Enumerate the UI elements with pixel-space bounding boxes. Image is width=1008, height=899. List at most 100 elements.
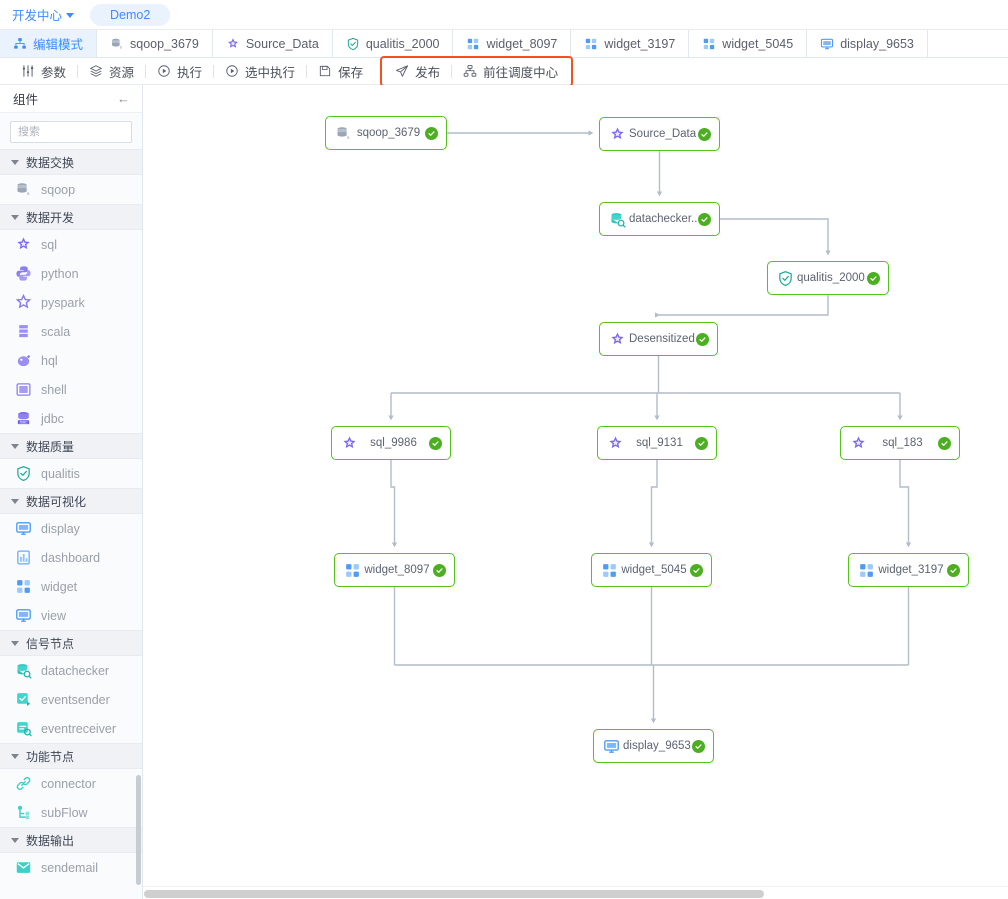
sidebar-group-label: 数据可视化 bbox=[26, 493, 86, 510]
search-input[interactable] bbox=[10, 121, 132, 143]
toolbar-button-前往调度中心[interactable]: 前往调度中心 bbox=[452, 58, 569, 85]
sidebar-item-label: jdbc bbox=[41, 412, 64, 426]
sidebar-item-subFlow[interactable]: subFlow bbox=[0, 798, 142, 827]
tab-widget_3197[interactable]: widget_3197 bbox=[571, 30, 689, 57]
save-icon bbox=[318, 64, 332, 78]
sidebar-item-connector[interactable]: connector bbox=[0, 769, 142, 798]
toolbar-button-发布[interactable]: 发布 bbox=[384, 58, 451, 85]
brand-menu[interactable]: 开发中心 bbox=[12, 5, 74, 24]
flow-node-sql_183[interactable]: sql_183 bbox=[840, 426, 960, 460]
sidebar-item-scala[interactable]: scala bbox=[0, 317, 142, 346]
chevron-down-icon bbox=[11, 215, 19, 220]
tab-widget_5045[interactable]: widget_5045 bbox=[689, 30, 807, 57]
sidebar-group-数据可视化[interactable]: 数据可视化 bbox=[0, 488, 142, 514]
sidebar-item-dashboard[interactable]: dashboard bbox=[0, 543, 142, 572]
flow-node-sqoop_3679[interactable]: ssqoop_3679 bbox=[325, 116, 447, 150]
tab-display_9653[interactable]: display_9653 bbox=[807, 30, 928, 57]
tab-bar: 编辑模式ssqoop_3679 Source_Data qualitis_2000 w… bbox=[0, 30, 1008, 58]
tab-qualitis_2000[interactable]: qualitis_2000 bbox=[333, 30, 454, 57]
tab-label: Source_Data bbox=[246, 37, 319, 51]
flow-edge bbox=[659, 295, 829, 315]
tab-sqoop_3679[interactable]: ssqoop_3679 bbox=[97, 30, 213, 57]
tab-label: display_9653 bbox=[840, 37, 914, 51]
sidebar-item-pyspark[interactable]: pyspark bbox=[0, 288, 142, 317]
flow-node-label: widget_8097 bbox=[361, 564, 433, 576]
toolbar-button-label: 执行 bbox=[177, 62, 202, 81]
sidebar-item-eventreceiver[interactable]: eventreceiver bbox=[0, 714, 142, 743]
flow-node-label: display_9653 bbox=[620, 740, 692, 752]
sidebar-group-label: 数据输出 bbox=[26, 832, 74, 849]
toolbar-button-资源[interactable]: 资源 bbox=[78, 58, 145, 85]
sidebar-item-display[interactable]: display bbox=[0, 514, 142, 543]
widget-icon bbox=[15, 578, 32, 595]
flow-canvas[interactable]: ssqoop_3679 Source_Data datachecker... qual… bbox=[143, 85, 1008, 899]
sidebar-group-数据开发[interactable]: 数据开发 bbox=[0, 204, 142, 230]
sidebar-group-数据质量[interactable]: 数据质量 bbox=[0, 433, 142, 459]
widget-icon bbox=[858, 562, 875, 579]
flow-node-widget_5045[interactable]: widget_5045 bbox=[591, 553, 712, 587]
sidebar-item-sendemail[interactable]: sendemail bbox=[0, 853, 142, 882]
sql-star-icon bbox=[341, 435, 358, 452]
sidebar-item-eventsender[interactable]: eventsender bbox=[0, 685, 142, 714]
svg-text:JDBC: JDBC bbox=[19, 420, 28, 424]
flow-node-Source_Data[interactable]: Source_Data bbox=[599, 117, 720, 151]
flow-node-widget_8097[interactable]: widget_8097 bbox=[334, 553, 455, 587]
sidebar-item-label: python bbox=[41, 267, 79, 281]
component-sidebar: 组件 ← 数据交换ssqoop数据开发sql python pysparkscala… bbox=[0, 85, 143, 899]
status-badge-success bbox=[690, 564, 703, 577]
sidebar-item-datachecker[interactable]: datachecker bbox=[0, 656, 142, 685]
sidebar-item-label: shell bbox=[41, 383, 67, 397]
flow-node-display_9653[interactable]: display_9653 bbox=[593, 729, 714, 763]
back-arrow-icon[interactable]: ← bbox=[117, 92, 130, 105]
sidebar-group-数据交换[interactable]: 数据交换 bbox=[0, 149, 142, 175]
flow-edge bbox=[720, 219, 828, 254]
tab-编辑模式[interactable]: 编辑模式 bbox=[0, 30, 97, 57]
sidebar-scrollbar[interactable] bbox=[136, 775, 141, 885]
flow-node-sql_9986[interactable]: sql_9986 bbox=[331, 426, 451, 460]
sidebar-item-sql[interactable]: sql bbox=[0, 230, 142, 259]
flow-node-qualitis_2000[interactable]: qualitis_2000 bbox=[767, 261, 889, 295]
canvas-hscrollbar-thumb[interactable] bbox=[144, 890, 764, 898]
sqoop-icon: s bbox=[15, 181, 32, 198]
sidebar-item-jdbc[interactable]: JDBC jdbc bbox=[0, 404, 142, 433]
flow-node-label: Desensitized... bbox=[626, 333, 696, 345]
flow-node-datachecker[interactable]: datachecker... bbox=[599, 202, 720, 236]
flow-node-sql_9131[interactable]: sql_9131 bbox=[597, 426, 717, 460]
sidebar-group-信号节点[interactable]: 信号节点 bbox=[0, 630, 142, 656]
toolbar-button-保存[interactable]: 保存 bbox=[307, 58, 374, 85]
tab-label: qualitis_2000 bbox=[366, 37, 440, 51]
sidebar-item-shell[interactable]: shell bbox=[0, 375, 142, 404]
status-badge-success bbox=[429, 437, 442, 450]
flow-node-label: datachecker... bbox=[626, 213, 698, 225]
sidebar-item-hql[interactable]: hql bbox=[0, 346, 142, 375]
flow-node-Desensitized[interactable]: Desensitized... bbox=[599, 322, 718, 356]
toolbar-button-参数[interactable]: 参数 bbox=[10, 58, 77, 85]
sql-star-icon bbox=[609, 331, 626, 348]
sitemap-icon bbox=[13, 37, 27, 51]
flow-node-widget_3197[interactable]: widget_3197 bbox=[848, 553, 969, 587]
toolbar-button-label: 参数 bbox=[41, 62, 66, 81]
toolbar-button-执行[interactable]: 执行 bbox=[146, 58, 213, 85]
sidebar-item-python[interactable]: python bbox=[0, 259, 142, 288]
sidebar-header: 组件 ← bbox=[0, 85, 142, 113]
sidebar-item-label: eventreceiver bbox=[41, 722, 116, 736]
tab-label: widget_8097 bbox=[486, 37, 557, 51]
sidebar-item-widget[interactable]: widget bbox=[0, 572, 142, 601]
sql-star-icon bbox=[15, 236, 32, 253]
sidebar-group-数据输出[interactable]: 数据输出 bbox=[0, 827, 142, 853]
project-chip[interactable]: Demo2 bbox=[90, 4, 170, 26]
sidebar-item-label: eventsender bbox=[41, 693, 110, 707]
display-icon bbox=[820, 37, 834, 51]
sidebar-item-view[interactable]: view bbox=[0, 601, 142, 630]
sidebar-item-sqoop[interactable]: ssqoop bbox=[0, 175, 142, 204]
toolbar-button-选中执行[interactable]: 选中执行 bbox=[214, 58, 306, 85]
tab-Source_Data[interactable]: Source_Data bbox=[213, 30, 333, 57]
email-icon bbox=[15, 859, 32, 876]
canvas-hscrollbar-track[interactable] bbox=[143, 886, 1008, 899]
display-icon bbox=[15, 520, 32, 537]
tab-widget_8097[interactable]: widget_8097 bbox=[453, 30, 571, 57]
sidebar-group-功能节点[interactable]: 功能节点 bbox=[0, 743, 142, 769]
sidebar-item-qualitis[interactable]: qualitis bbox=[0, 459, 142, 488]
flow-edge bbox=[900, 460, 909, 546]
tab-label: widget_3197 bbox=[604, 37, 675, 51]
